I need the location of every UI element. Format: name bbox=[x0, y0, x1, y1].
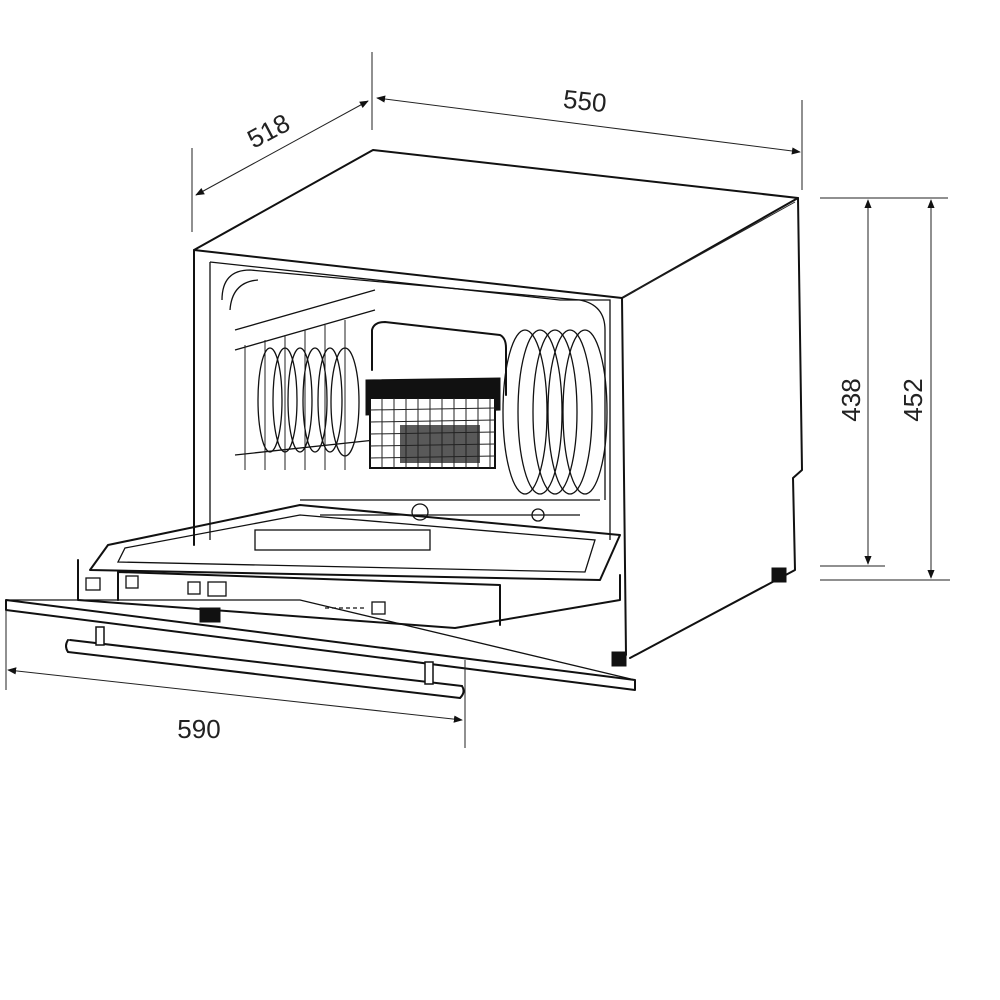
plates-right bbox=[502, 329, 608, 495]
cabinet-top bbox=[193, 149, 799, 299]
door-handle bbox=[65, 626, 465, 699]
interior bbox=[221, 269, 608, 522]
label-width: 550 bbox=[562, 84, 608, 118]
open-door bbox=[5, 504, 636, 699]
dimension-lines bbox=[5, 52, 950, 748]
cabinet-right-side bbox=[629, 197, 803, 659]
dish-rack-left bbox=[234, 289, 376, 470]
foot bbox=[611, 651, 627, 667]
cabinet-body bbox=[193, 149, 803, 667]
dim-line-depth bbox=[195, 100, 369, 196]
start-button bbox=[371, 601, 386, 615]
display-window bbox=[207, 581, 227, 597]
door-front-edge bbox=[5, 599, 636, 691]
label-door-open: 590 bbox=[177, 714, 220, 744]
power-button bbox=[125, 575, 139, 589]
program-button bbox=[187, 581, 201, 595]
cutlery-basket bbox=[365, 321, 507, 469]
dim-line-door-open bbox=[7, 667, 463, 723]
label-height-total: 452 bbox=[898, 378, 928, 421]
dim-line-width bbox=[376, 95, 801, 155]
dimension-labels: 518 550 438 452 590 bbox=[177, 84, 928, 744]
label-depth: 518 bbox=[242, 107, 294, 154]
label-height-body: 438 bbox=[836, 378, 866, 421]
door-inner-panel bbox=[89, 504, 621, 581]
foot bbox=[771, 567, 787, 583]
control-panel bbox=[77, 559, 621, 629]
